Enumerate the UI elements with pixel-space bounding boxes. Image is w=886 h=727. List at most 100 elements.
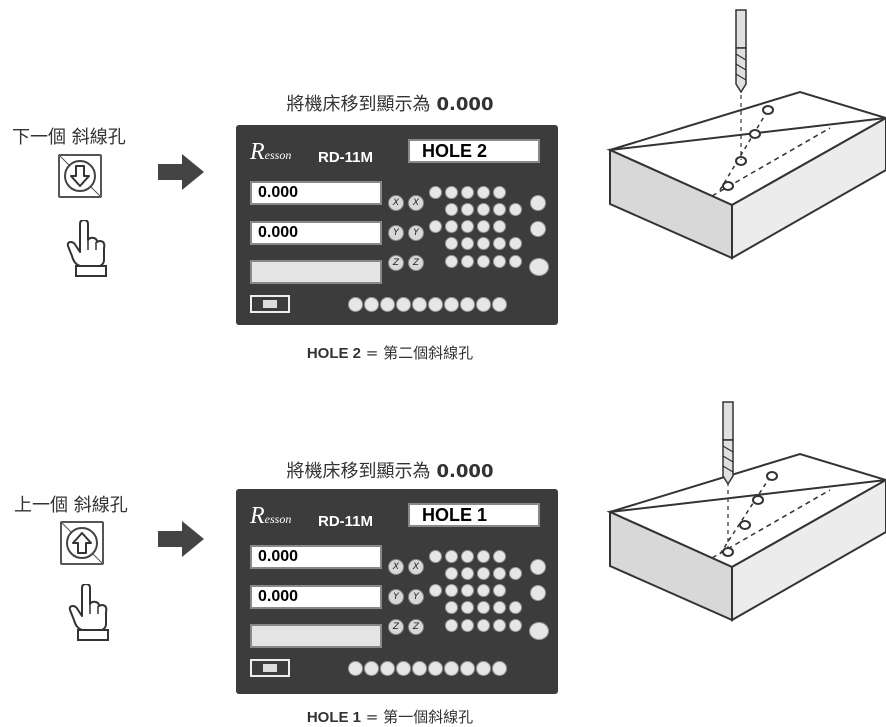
keypad-key[interactable] bbox=[445, 601, 458, 614]
hole bbox=[739, 520, 751, 530]
keypad-key[interactable] bbox=[445, 619, 458, 632]
x-axis-display: 0.000 bbox=[250, 181, 382, 205]
function-key[interactable] bbox=[444, 297, 459, 312]
keypad-key[interactable] bbox=[477, 203, 490, 216]
y-zero-key[interactable]: Y bbox=[408, 225, 424, 241]
keypad-key[interactable] bbox=[429, 550, 442, 563]
function-key[interactable] bbox=[380, 297, 395, 312]
keypad-key[interactable] bbox=[477, 584, 490, 597]
keypad-key[interactable] bbox=[445, 550, 458, 563]
keypad-key[interactable] bbox=[461, 220, 474, 233]
keypad-key[interactable] bbox=[461, 255, 474, 268]
keypad-key[interactable] bbox=[445, 584, 458, 597]
function-key[interactable] bbox=[364, 661, 379, 676]
keypad-key[interactable] bbox=[477, 220, 490, 233]
function-key[interactable] bbox=[444, 661, 459, 676]
keypad-key[interactable] bbox=[477, 567, 490, 580]
y-zero-key[interactable]: Y bbox=[408, 589, 424, 605]
keypad-key[interactable] bbox=[429, 584, 442, 597]
up-arrow-key[interactable] bbox=[60, 521, 104, 565]
x-zero-key[interactable]: X bbox=[408, 195, 424, 211]
power-switch[interactable] bbox=[250, 659, 290, 677]
function-key[interactable] bbox=[364, 297, 379, 312]
down-key[interactable] bbox=[530, 221, 546, 237]
function-key[interactable] bbox=[428, 661, 443, 676]
up-key[interactable] bbox=[530, 559, 546, 575]
keypad-key[interactable] bbox=[509, 567, 522, 580]
keypad-key[interactable] bbox=[509, 237, 522, 250]
keypad-key[interactable] bbox=[461, 237, 474, 250]
function-key[interactable] bbox=[476, 661, 491, 676]
keypad-key[interactable] bbox=[493, 567, 506, 580]
keypad-key[interactable] bbox=[493, 203, 506, 216]
keypad-key[interactable] bbox=[445, 255, 458, 268]
function-key[interactable] bbox=[396, 297, 411, 312]
function-key[interactable] bbox=[380, 661, 395, 676]
function-key[interactable] bbox=[460, 661, 475, 676]
z-select-key[interactable]: Z bbox=[388, 619, 404, 635]
keypad-key[interactable] bbox=[445, 220, 458, 233]
keypad-key[interactable] bbox=[477, 255, 490, 268]
keypad-key[interactable] bbox=[493, 237, 506, 250]
function-key[interactable] bbox=[348, 661, 363, 676]
enter-key[interactable] bbox=[529, 622, 549, 640]
keypad-key[interactable] bbox=[477, 550, 490, 563]
keypad-key[interactable] bbox=[445, 237, 458, 250]
z-select-key[interactable]: Z bbox=[388, 255, 404, 271]
keypad-key[interactable] bbox=[461, 584, 474, 597]
keypad-key[interactable] bbox=[429, 220, 442, 233]
keypad-key[interactable] bbox=[509, 255, 522, 268]
keypad-key[interactable] bbox=[445, 203, 458, 216]
z-zero-key[interactable]: Z bbox=[408, 255, 424, 271]
enter-key[interactable] bbox=[529, 258, 549, 276]
keypad-key[interactable] bbox=[429, 186, 442, 199]
keypad-key[interactable] bbox=[445, 567, 458, 580]
function-key[interactable] bbox=[492, 661, 507, 676]
keypad-key[interactable] bbox=[493, 255, 506, 268]
keypad-key[interactable] bbox=[493, 584, 506, 597]
function-key[interactable] bbox=[428, 297, 443, 312]
keypad-key[interactable] bbox=[493, 619, 506, 632]
keypad-key[interactable] bbox=[477, 186, 490, 199]
x-select-key[interactable]: X bbox=[388, 195, 404, 211]
function-key[interactable] bbox=[460, 297, 475, 312]
hole-display: HOLE 2 bbox=[408, 139, 540, 163]
keypad-key[interactable] bbox=[445, 186, 458, 199]
pointing-hand-icon bbox=[68, 584, 109, 641]
function-key[interactable] bbox=[412, 661, 427, 676]
down-arrow-key[interactable] bbox=[58, 154, 102, 198]
side-label: 上一個 斜線孔 bbox=[14, 495, 128, 516]
keypad-key[interactable] bbox=[461, 550, 474, 563]
keypad-key[interactable] bbox=[477, 237, 490, 250]
keypad-key[interactable] bbox=[493, 601, 506, 614]
keypad-key[interactable] bbox=[461, 619, 474, 632]
keypad-key[interactable] bbox=[461, 601, 474, 614]
hole bbox=[722, 181, 734, 191]
dro-panel: Resson RD-11M HOLE 1 0.000 0.000 X X Y Y… bbox=[236, 489, 558, 694]
down-key[interactable] bbox=[530, 585, 546, 601]
function-key[interactable] bbox=[476, 297, 491, 312]
y-select-key[interactable]: Y bbox=[388, 589, 404, 605]
keypad-key[interactable] bbox=[461, 567, 474, 580]
keypad-key[interactable] bbox=[493, 220, 506, 233]
function-key[interactable] bbox=[348, 297, 363, 312]
keypad-key[interactable] bbox=[477, 601, 490, 614]
keypad-key[interactable] bbox=[461, 203, 474, 216]
keypad-key[interactable] bbox=[477, 619, 490, 632]
x-select-key[interactable]: X bbox=[388, 559, 404, 575]
keypad-key[interactable] bbox=[509, 203, 522, 216]
keypad-key[interactable] bbox=[461, 186, 474, 199]
keypad-key[interactable] bbox=[493, 550, 506, 563]
y-select-key[interactable]: Y bbox=[388, 225, 404, 241]
function-key[interactable] bbox=[412, 297, 427, 312]
power-switch[interactable] bbox=[250, 295, 290, 313]
up-key[interactable] bbox=[530, 195, 546, 211]
function-key[interactable] bbox=[492, 297, 507, 312]
keypad-key[interactable] bbox=[509, 619, 522, 632]
keypad-key[interactable] bbox=[509, 601, 522, 614]
x-zero-key[interactable]: X bbox=[408, 559, 424, 575]
function-key[interactable] bbox=[396, 661, 411, 676]
z-zero-key[interactable]: Z bbox=[408, 619, 424, 635]
keypad-key[interactable] bbox=[493, 186, 506, 199]
